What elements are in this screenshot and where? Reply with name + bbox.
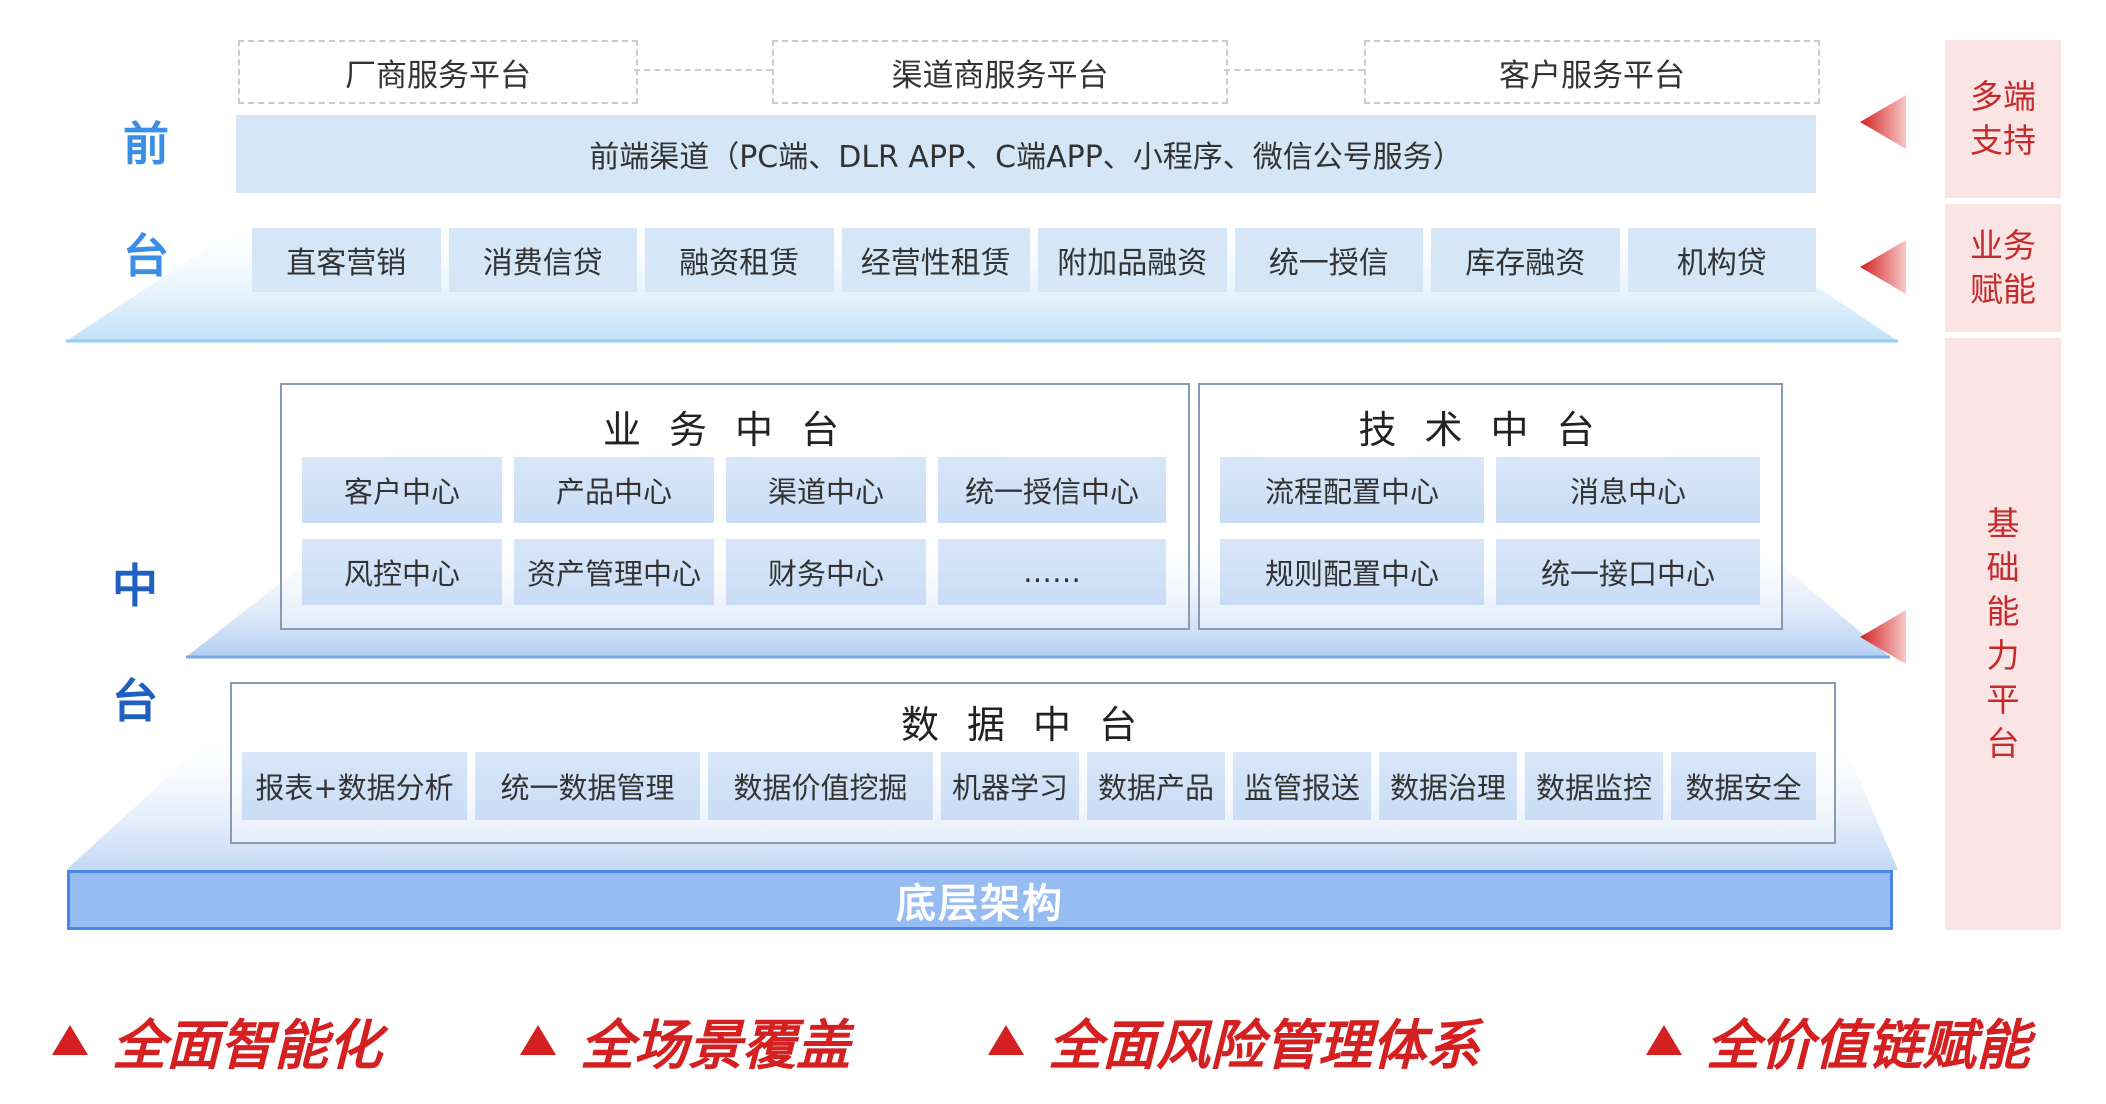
middle-layer-label-2: 台	[112, 674, 158, 728]
slogan-3: 全面风险管理体系	[988, 1005, 1480, 1077]
tech-center-cell: 流程配置中心	[1220, 457, 1484, 523]
business-item: 统一授信	[1234, 228, 1423, 292]
slogan-text: 全场景覆盖	[580, 1013, 850, 1077]
arrow-left-icon	[1860, 95, 1906, 153]
data-item: 数据治理	[1379, 752, 1517, 820]
business-middle-title: 业务中台	[602, 408, 867, 452]
dashed-connector	[1224, 69, 1364, 71]
front-channel-bar: 前端渠道（PC端、DLR APP、C端APP、小程序、微信公号服务）	[236, 115, 1816, 193]
slogan-1: 全面智能化	[52, 1005, 382, 1077]
data-items-row: 报表+数据分析 统一数据管理 数据价值挖掘 机器学习 数据产品 监管报送 数据治…	[242, 752, 1824, 820]
business-items-row: 直客营销 消费信贷 融资租赁 经营性租赁 附加品融资 统一授信 库存融资 机构贷	[252, 228, 1816, 292]
data-item: 数据产品	[1087, 752, 1225, 820]
data-item: 数据监控	[1525, 752, 1663, 820]
triangle-up-icon	[520, 1025, 556, 1055]
side-infra-platform: 基础能力平台	[1945, 338, 2061, 930]
data-item: 监管报送	[1233, 752, 1371, 820]
biz-center-cell: 渠道中心	[726, 457, 926, 523]
business-item: 融资租赁	[645, 228, 834, 292]
data-item: 报表+数据分析	[242, 752, 467, 820]
triangle-up-icon	[52, 1025, 88, 1055]
business-item: 机构贷	[1627, 228, 1816, 292]
business-item: 消费信贷	[448, 228, 637, 292]
data-item: 数据安全	[1671, 752, 1816, 820]
data-item: 统一数据管理	[475, 752, 700, 820]
slogan-4: 全价值链赋能	[1646, 1005, 2030, 1077]
side-multi-terminal-text: 多端支持	[1970, 77, 2036, 160]
biz-center-cell: 产品中心	[514, 457, 714, 523]
business-item: 直客营销	[252, 228, 441, 292]
side-business-enable: 业务赋能	[1945, 204, 2061, 332]
slogan-text: 全面智能化	[112, 1013, 382, 1077]
data-middle-title: 数据中台	[900, 703, 1165, 747]
tech-center-cell: 统一接口中心	[1496, 539, 1760, 605]
arrow-left-icon	[1860, 610, 1906, 668]
data-item: 机器学习	[941, 752, 1079, 820]
side-multi-terminal: 多端支持	[1945, 40, 2061, 198]
business-item: 库存融资	[1431, 228, 1620, 292]
triangle-up-icon	[988, 1025, 1024, 1055]
arrow-left-icon	[1860, 240, 1906, 298]
customer-platform: 客户服务平台	[1364, 40, 1820, 104]
tech-middle-platform: 技术中台 流程配置中心 消息中心 规则配置中心 统一接口中心	[1198, 383, 1783, 630]
side-business-enable-text: 业务赋能	[1970, 226, 2036, 309]
business-item: 经营性租赁	[841, 228, 1030, 292]
biz-center-cell: 资产管理中心	[514, 539, 714, 605]
tech-center-cell: 规则配置中心	[1220, 539, 1484, 605]
triangle-up-icon	[1646, 1025, 1682, 1055]
tech-center-cell: 消息中心	[1496, 457, 1760, 523]
business-middle-platform: 业务中台 客户中心 产品中心 渠道中心 统一授信中心 风控中心 资产管理中心 财…	[280, 383, 1190, 630]
data-middle-platform: 数据中台 报表+数据分析 统一数据管理 数据价值挖掘 机器学习 数据产品 监管报…	[230, 682, 1836, 844]
slogan-2: 全场景覆盖	[520, 1005, 850, 1077]
front-layer-label-2: 台	[123, 229, 169, 283]
biz-center-cell: ……	[938, 539, 1166, 605]
biz-center-cell: 客户中心	[302, 457, 502, 523]
tech-middle-title: 技术中台	[1358, 408, 1623, 452]
middle-layer-label-1: 中	[112, 559, 158, 613]
slogan-text: 全面风险管理体系	[1048, 1013, 1480, 1077]
biz-center-cell: 财务中心	[726, 539, 926, 605]
front-layer-label-1: 前	[123, 117, 169, 171]
biz-center-cell: 统一授信中心	[938, 457, 1166, 523]
vendor-platform: 厂商服务平台	[238, 40, 638, 104]
side-infra-platform-text: 基础能力平台	[1986, 504, 2020, 763]
base-architecture-bar: 底层架构	[67, 870, 1893, 930]
dealer-platform: 渠道商服务平台	[772, 40, 1228, 104]
dashed-connector	[634, 69, 772, 71]
biz-center-cell: 风控中心	[302, 539, 502, 605]
business-item: 附加品融资	[1038, 228, 1227, 292]
data-item: 数据价值挖掘	[708, 752, 933, 820]
slogan-text: 全价值链赋能	[1706, 1013, 2030, 1077]
